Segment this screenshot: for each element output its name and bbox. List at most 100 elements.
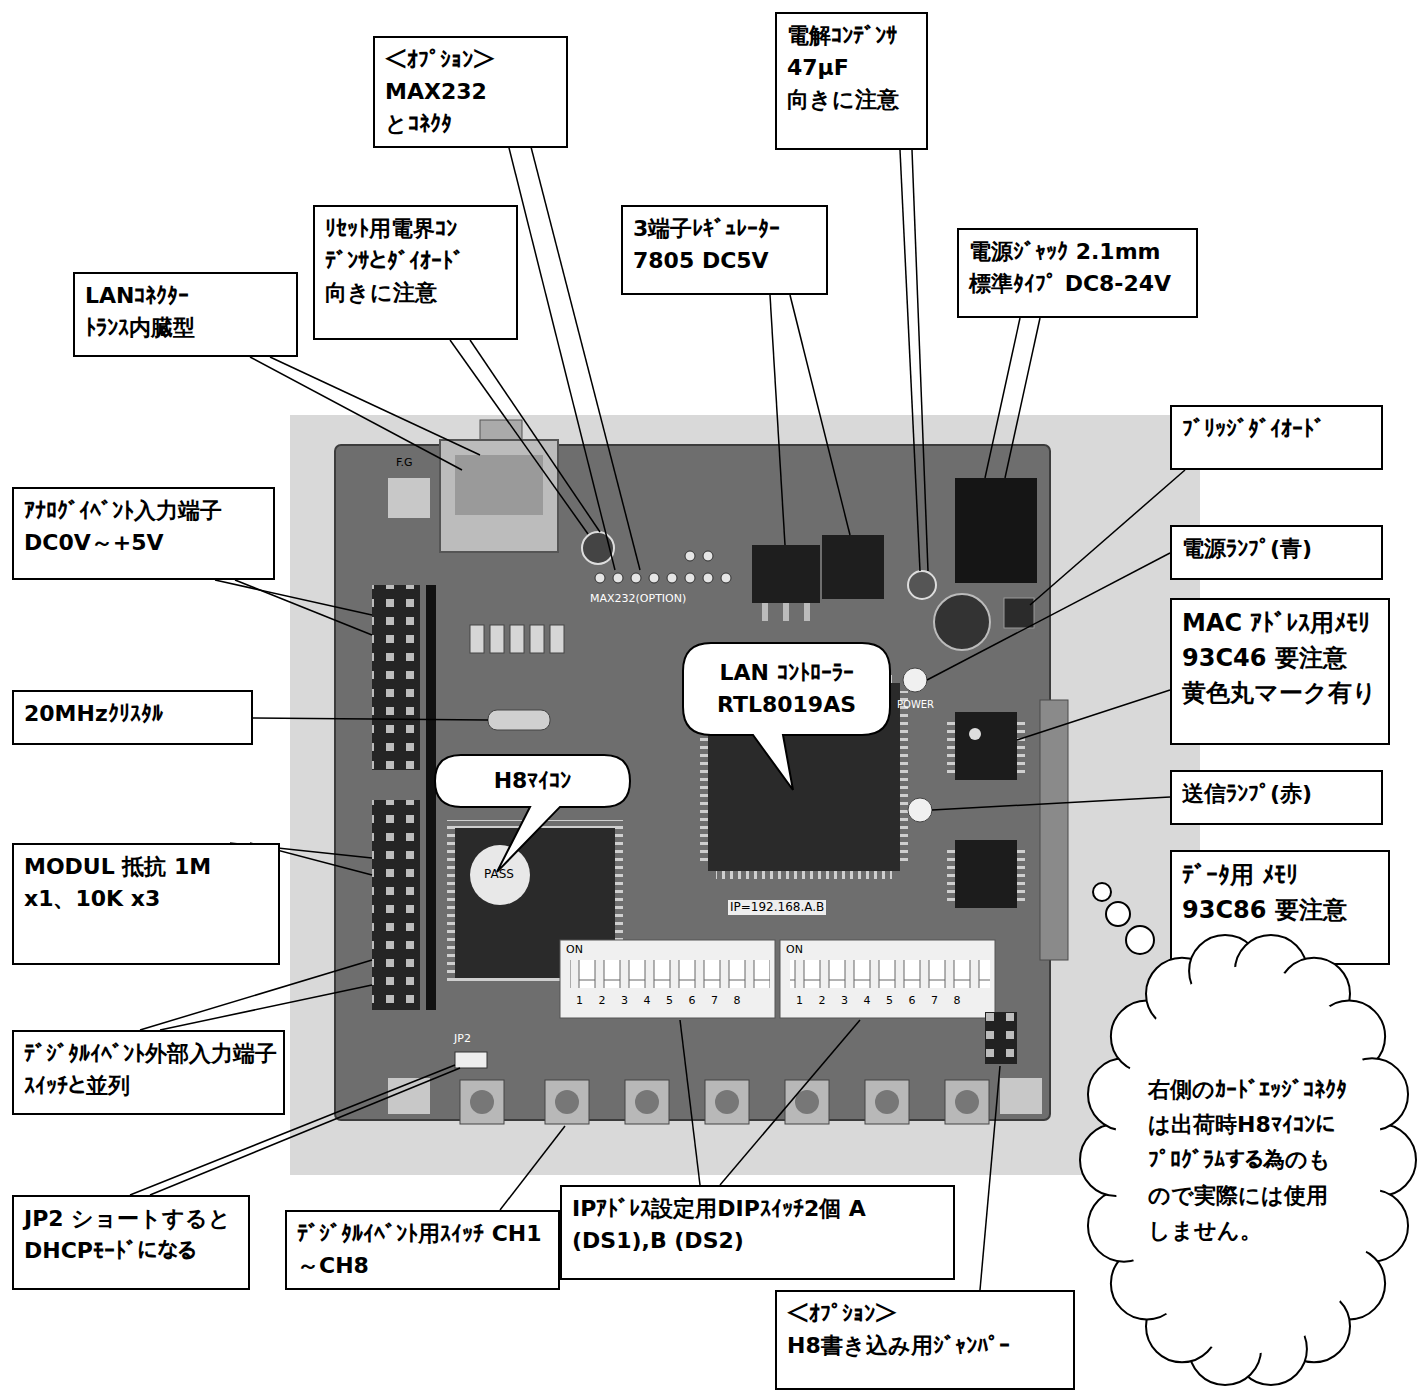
callout-text: JP2 ショートすると DHCPﾓｰﾄﾞになる bbox=[24, 1203, 238, 1267]
lan-connector bbox=[455, 455, 543, 515]
option-jumper-callout: ＜ｵﾌﾟｼｮﾝ＞ H8書き込み用ｼﾞｬﾝﾊﾟｰ bbox=[775, 1290, 1075, 1390]
push-button bbox=[545, 1080, 589, 1124]
reset-callout: ﾘｾｯﾄ用電界ｺﾝ ﾃﾞﾝｻとﾀﾞｲｵｰﾄﾞ 向きに注意 bbox=[313, 205, 518, 340]
voltage-regulator bbox=[822, 535, 884, 599]
digital-input-callout: ﾃﾞｼﾞﾀﾙｲﾍﾞﾝﾄ外部入力端子 ｽｲｯﾁと並列 bbox=[12, 1030, 285, 1115]
voltage-regulator bbox=[804, 603, 810, 621]
callout-text: ﾘｾｯﾄ用電界ｺﾝ ﾃﾞﾝｻとﾀﾞｲｵｰﾄﾞ 向きに注意 bbox=[325, 213, 506, 309]
voltage-regulator bbox=[752, 545, 820, 603]
push-button bbox=[785, 1080, 829, 1124]
max232-holes bbox=[667, 573, 677, 583]
speech-bubble: LAN ｺﾝﾄﾛｰﾗｰ RTL8019AS bbox=[683, 643, 890, 735]
dip-switch bbox=[780, 940, 995, 1018]
leader-line bbox=[932, 797, 1170, 810]
resistor-row bbox=[470, 625, 564, 653]
pin-header bbox=[372, 800, 420, 1010]
push-button bbox=[460, 1080, 989, 1124]
mounting-pad bbox=[1000, 1078, 1042, 1114]
max232-holes bbox=[703, 551, 713, 561]
circuit-board bbox=[1040, 700, 1068, 960]
callout-text: ＜ｵﾌﾟｼｮﾝ＞ H8書き込み用ｼﾞｬﾝﾊﾟｰ bbox=[787, 1298, 1063, 1362]
push-button bbox=[945, 1080, 989, 1124]
push-button bbox=[795, 1090, 819, 1114]
pin-header bbox=[372, 585, 436, 1010]
pin-header bbox=[426, 585, 436, 1010]
callout-text: ﾃﾞｼﾞﾀﾙｲﾍﾞﾝﾄ用ｽｲｯﾁ CH1～CH8 bbox=[297, 1218, 548, 1282]
bubble-outline bbox=[435, 755, 630, 872]
photo-ground bbox=[290, 415, 1200, 1175]
leader-line bbox=[927, 553, 1170, 680]
push-button bbox=[715, 1090, 739, 1114]
leader-line bbox=[500, 112, 615, 570]
thought-bubble-dot bbox=[1126, 926, 1154, 954]
leader-line bbox=[1017, 690, 1170, 740]
thought-cloud: 右側のｶｰﾄﾞｴｯｼﾞｺﾈｸﾀは出荷時H8ﾏｲｺﾝにﾌﾟﾛｸﾞﾗﾑする為のもので… bbox=[1078, 930, 1418, 1390]
power-jack-callout: 電源ｼﾞｬｯｸ 2.1mm 標準ﾀｲﾌﾟ DC8-24V bbox=[957, 228, 1198, 318]
crystal-callout: 20MHzｸﾘｽﾀﾙ bbox=[12, 690, 253, 745]
resistor-row bbox=[490, 625, 504, 653]
jumper bbox=[985, 1012, 1017, 1064]
smoothing-capacitor bbox=[934, 594, 990, 650]
resistor-row bbox=[530, 625, 544, 653]
switch-marking: ON bbox=[784, 943, 805, 957]
callout-text: LANｺﾈｸﾀｰ ﾄﾗﾝｽ内臓型 bbox=[85, 280, 286, 344]
leader-line bbox=[900, 150, 920, 571]
lan-connector bbox=[440, 440, 558, 552]
electrolytic-capacitor bbox=[908, 571, 936, 599]
max232-holes bbox=[595, 573, 605, 583]
voltage-regulator bbox=[752, 535, 884, 621]
leader-line bbox=[215, 580, 372, 615]
silkscreen-text: JP2 bbox=[452, 1032, 473, 1046]
dip-switch bbox=[570, 960, 770, 988]
led bbox=[903, 668, 932, 822]
capacitor-callout: 電解ｺﾝﾃﾞﾝｻ 47μF 向きに注意 bbox=[775, 12, 928, 150]
mounting-pad bbox=[388, 478, 1042, 1114]
callout-text: ﾃﾞｰﾀ用 ﾒﾓﾘ 93C86 要注意 bbox=[1182, 858, 1378, 928]
max232-holes bbox=[649, 573, 659, 583]
callout-text: ﾃﾞｼﾞﾀﾙｲﾍﾞﾝﾄ外部入力端子 ｽｲｯﾁと並列 bbox=[24, 1038, 273, 1102]
bridge-diode bbox=[1004, 598, 1034, 628]
callout-text: LAN ｺﾝﾄﾛｰﾗｰ RTL8019AS bbox=[697, 657, 876, 721]
dip-switch-callout: IPｱﾄﾞﾚｽ設定用DIPｽｲｯﾁ2個 A (DS1),B (DS2) bbox=[560, 1185, 955, 1280]
max232-holes bbox=[685, 551, 695, 561]
switch-marking: ON bbox=[564, 943, 585, 957]
push-button bbox=[865, 1080, 909, 1124]
dip-switch bbox=[790, 960, 990, 988]
max232-holes bbox=[685, 573, 695, 583]
regulator-callout: 3端子ﾚｷﾞｭﾚｰﾀｰ 7805 DC5V bbox=[621, 205, 828, 295]
leader-line bbox=[270, 357, 480, 455]
dip-switch bbox=[560, 940, 775, 1018]
callout-text: 電源ﾗﾝﾌﾟ(青) bbox=[1182, 533, 1371, 565]
electrolytic-capacitor bbox=[908, 571, 936, 599]
memory-chip bbox=[947, 712, 1025, 908]
switch-number: 1 2 3 4 5 6 7 8 bbox=[574, 994, 742, 1008]
leader-line bbox=[450, 340, 588, 534]
crystal bbox=[488, 710, 550, 730]
mac-memory-callout: MAC ｱﾄﾞﾚｽ用ﾒﾓﾘ 93C46 要注意 黄色丸マーク有り bbox=[1170, 598, 1390, 745]
silkscreen-text: POWER bbox=[895, 698, 936, 711]
push-button bbox=[955, 1090, 979, 1114]
callout-text: MAC ｱﾄﾞﾚｽ用ﾒﾓﾘ 93C46 要注意 黄色丸マーク有り bbox=[1182, 606, 1378, 710]
thought-bubble-dot bbox=[1106, 902, 1130, 926]
callout-text: 20MHzｸﾘｽﾀﾙ bbox=[24, 698, 241, 730]
dip-switch bbox=[560, 940, 995, 1018]
bridge-diode-callout: ﾌﾞﾘｯｼﾞﾀﾞｲｵｰﾄﾞ bbox=[1170, 405, 1383, 470]
pin-header bbox=[372, 585, 420, 770]
thought-bubble-dot bbox=[1093, 883, 1111, 901]
push-button bbox=[875, 1090, 899, 1114]
memory-chip bbox=[955, 712, 1017, 780]
power-jack bbox=[955, 478, 1037, 583]
leader-line bbox=[912, 150, 928, 571]
speech-bubble: H8ﾏｲｺﾝ bbox=[435, 755, 630, 807]
voltage-regulator bbox=[762, 603, 768, 621]
pin-header bbox=[372, 585, 420, 770]
bridge-diode bbox=[1004, 598, 1034, 628]
leader-line bbox=[253, 718, 488, 720]
memory-chip bbox=[955, 840, 1017, 908]
photo-ground bbox=[290, 415, 1200, 1175]
max232-holes bbox=[631, 573, 641, 583]
max232-holes bbox=[721, 573, 731, 583]
jumper bbox=[985, 1012, 1017, 1064]
max232-holes bbox=[595, 551, 731, 583]
resistor-row bbox=[550, 625, 564, 653]
